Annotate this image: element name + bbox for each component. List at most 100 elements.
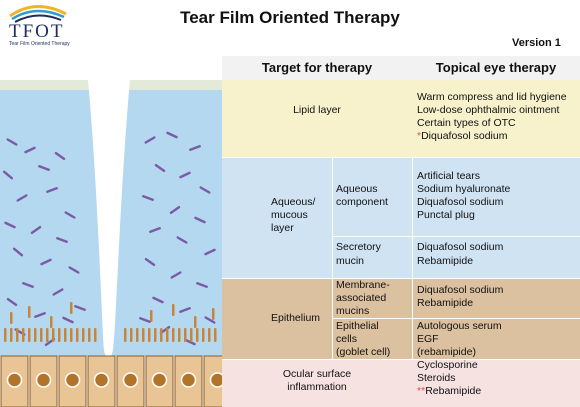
microvilli	[194, 316, 197, 328]
mucin-particle	[144, 136, 156, 144]
mucin-particle	[166, 131, 178, 139]
epithelial-cells-label-1: Epithelial	[336, 320, 379, 332]
mucin-particle	[152, 296, 164, 304]
mucin-particle	[30, 225, 42, 235]
membrane-therapy-1: Diquafosol sodium	[417, 284, 504, 296]
microvilli	[178, 328, 181, 342]
mucin-particle	[52, 288, 64, 296]
microvilli	[34, 328, 37, 342]
mucin-particle	[154, 163, 166, 173]
logo-subtitle: Tear Film Oriented Therapy	[9, 41, 70, 47]
microvilli	[70, 302, 73, 314]
microvilli	[70, 328, 73, 342]
mucin-particle	[68, 266, 80, 274]
lipid-therapy-2: Low-dose ophthalmic ointment	[417, 104, 560, 116]
mucin-particle	[176, 236, 188, 244]
cell-nucleus	[93, 372, 110, 388]
microvilli	[10, 312, 13, 324]
epithelial-therapy-1: Autologous serum	[417, 320, 502, 332]
epithelial-cells-label-3: (goblet cell)	[336, 346, 391, 358]
mucin-particle	[22, 282, 34, 288]
aqueous-therapy-4: Punctal plug	[417, 209, 475, 221]
mucin-particle	[184, 338, 196, 346]
mucin-particle	[196, 282, 208, 288]
mucin-particle	[46, 187, 58, 193]
microvilli	[196, 328, 199, 342]
microvilli	[136, 328, 139, 342]
microvilli	[4, 328, 7, 342]
tear-film-illustration	[0, 80, 222, 407]
lipid-therapy-4: *Diquafosol sodium	[417, 130, 508, 142]
lipid-layer-label: Lipid layer	[293, 104, 341, 116]
mucin-particle	[62, 316, 74, 324]
microvilli	[28, 328, 31, 342]
mucin-particle	[170, 271, 182, 279]
asterisk-mark: *	[417, 130, 422, 142]
microvilli	[94, 328, 97, 342]
mucin-particle	[6, 297, 18, 307]
mucin-particle	[204, 316, 216, 324]
cell-nucleus	[180, 372, 197, 388]
secretory-mucin-label-1: Secretory	[336, 241, 381, 253]
mucin-particle	[144, 257, 156, 267]
double-asterisk-mark: **	[417, 385, 426, 397]
microvilli	[58, 328, 61, 342]
microvilli	[184, 328, 187, 342]
microvilli	[148, 328, 151, 342]
aqueous-therapy-3: Diquafosol sodium	[417, 196, 504, 208]
microvilli	[130, 328, 133, 342]
microvilli	[150, 310, 153, 322]
mucin-particle	[149, 227, 161, 233]
version-label: Version 1	[512, 37, 561, 49]
page-title: Tear Film Oriented Therapy	[180, 8, 400, 27]
mucin-particle	[204, 248, 216, 256]
microvilli	[124, 328, 127, 342]
microvilli	[76, 328, 79, 342]
aqueous-mucous-label-1: Aqueous/	[271, 196, 316, 208]
microvilli	[16, 328, 19, 342]
inflammation-label-1: Ocular surface	[282, 368, 352, 380]
mucin-particle	[54, 151, 66, 161]
epithelium-label: Epithelium	[271, 312, 321, 324]
epithelial-cell	[58, 355, 87, 407]
mucin-particle	[194, 216, 206, 224]
microvilli	[172, 304, 175, 316]
microvilli	[40, 328, 43, 342]
microvilli	[154, 328, 157, 342]
microvilli	[10, 328, 13, 342]
mucin-particle	[56, 237, 68, 243]
microvilli	[22, 328, 25, 342]
membrane-mucins-label-3: mucins	[336, 305, 370, 317]
inflammation-therapy-1: Cyclosporine	[417, 359, 478, 371]
mucin-particle	[12, 247, 24, 257]
mucin-therapy-1: Diquafosol sodium	[417, 241, 504, 253]
mucin-particle	[189, 145, 201, 151]
inflammation-row	[222, 359, 580, 407]
microvilli	[212, 308, 215, 320]
aqueous-mucous-label-3: layer	[271, 222, 294, 234]
epithelial-therapy-3: (rebamipide)	[417, 346, 476, 358]
microvilli	[214, 328, 217, 342]
mucin-particle	[169, 205, 181, 215]
aqueous-component-label-2: component	[336, 196, 388, 208]
mucin-particle	[24, 146, 36, 154]
membrane-mucins-label-2: associated	[336, 292, 387, 304]
aqueous-mucous-label-2: mucous	[271, 209, 308, 221]
table-header-bar	[222, 56, 580, 80]
microvilli	[166, 328, 169, 342]
membrane-mucins-label-1: Membrane-	[336, 279, 390, 291]
microvilli	[28, 306, 31, 318]
microvilli	[50, 316, 53, 328]
mucin-particle	[74, 305, 86, 311]
cell-nucleus	[209, 372, 222, 388]
cell-nucleus	[122, 372, 139, 388]
mucin-particle	[40, 258, 52, 266]
tfot-logo	[9, 5, 67, 23]
lipid-layer-row	[222, 80, 580, 157]
microvilli	[190, 328, 193, 342]
microvilli	[46, 328, 49, 342]
cell-nucleus	[6, 372, 23, 388]
inflammation-therapy-2: Steroids	[417, 372, 456, 384]
epithelial-cells-label-2: cells	[336, 333, 358, 345]
lipid-therapy-1: Warm compress and lid hygiene	[417, 91, 567, 103]
